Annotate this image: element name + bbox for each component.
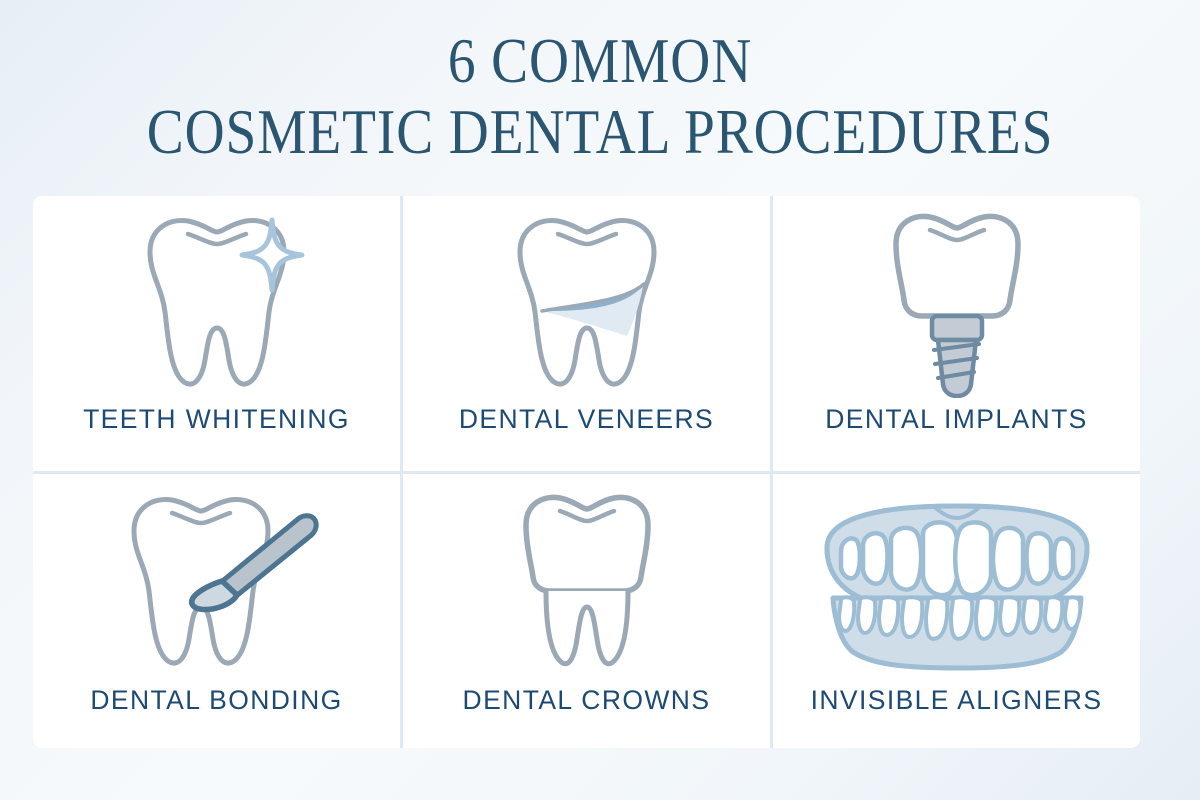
tooth-implant-screw-icon xyxy=(773,196,1140,404)
card-label: TEETH WHITENING xyxy=(83,403,350,434)
card-invisible-aligners[interactable]: INVISIBLE ALIGNERS xyxy=(773,473,1140,748)
tooth-sparkle-icon xyxy=(33,196,400,404)
card-label: DENTAL CROWNS xyxy=(462,685,711,715)
procedures-grid: TEETH WHITENING DENTAL VENEERS xyxy=(33,196,1140,748)
title-line-1: 6 COMMON xyxy=(447,26,753,96)
page-title: 6 COMMON COSMETIC DENTAL PROCEDURES xyxy=(0,0,1200,164)
title-line-2: COSMETIC DENTAL PROCEDURES xyxy=(146,97,1054,167)
card-dental-bonding[interactable]: DENTAL BONDING xyxy=(33,473,400,748)
card-dental-veneers[interactable]: DENTAL VENEERS xyxy=(403,196,770,471)
card-teeth-whitening[interactable]: TEETH WHITENING xyxy=(33,196,400,471)
tooth-brush-tool-icon xyxy=(33,474,400,686)
card-label: DENTAL BONDING xyxy=(90,685,343,715)
tooth-veneer-icon xyxy=(403,196,770,404)
tooth-crown-icon xyxy=(403,474,770,686)
card-dental-crowns[interactable]: DENTAL CROWNS xyxy=(403,473,770,748)
card-label: INVISIBLE ALIGNERS xyxy=(810,685,1103,715)
card-label: DENTAL VENEERS xyxy=(458,403,715,434)
teeth-arches-aligner-icon xyxy=(773,474,1140,686)
card-label: DENTAL IMPLANTS xyxy=(825,403,1088,434)
card-dental-implants[interactable]: DENTAL IMPLANTS xyxy=(773,196,1140,471)
